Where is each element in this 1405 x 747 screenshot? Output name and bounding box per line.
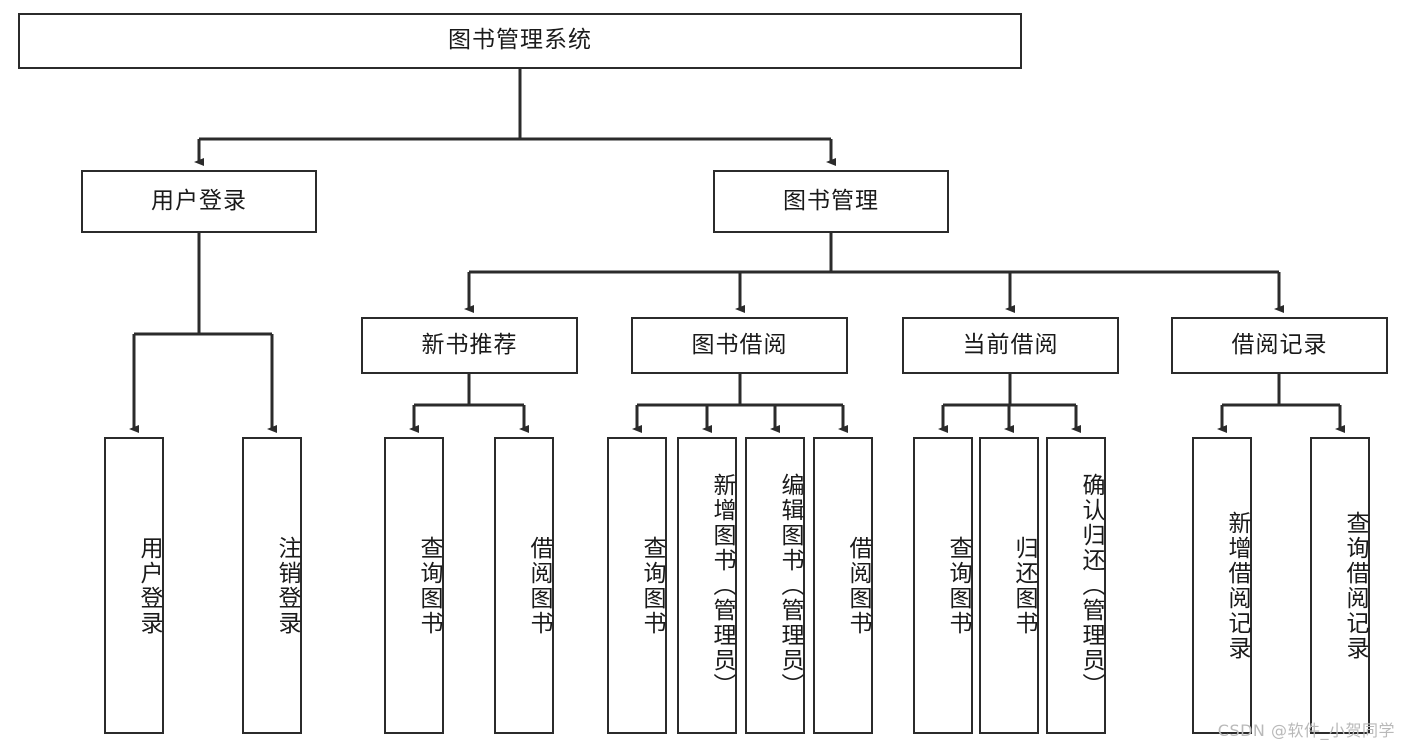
leaf-current-borrow-query[interactable]: 查询图书: [913, 437, 973, 734]
node-label: 编辑图书（管理员）: [777, 473, 803, 698]
leaf-book-borrow-add[interactable]: 新增图书（管理员）: [677, 437, 737, 734]
node-label: 新增图书（管理员）: [709, 473, 735, 698]
node-label: 查询图书: [639, 535, 665, 636]
node-label: 注销登录: [274, 535, 300, 636]
node-label: 查询借阅记录: [1342, 510, 1368, 661]
node-label: 借阅图书: [845, 535, 871, 636]
leaf-borrow-record-add[interactable]: 新增借阅记录: [1192, 437, 1252, 734]
node-label: 查询图书: [416, 535, 442, 636]
leaf-user-login-signin[interactable]: 用户登录: [104, 437, 164, 734]
node-label: 借阅图书: [526, 535, 552, 636]
leaf-book-borrow-edit[interactable]: 编辑图书（管理员）: [745, 437, 805, 734]
node-label: 查询图书: [945, 535, 971, 636]
node-label: 用户登录: [151, 187, 247, 214]
node-borrow-record[interactable]: 借阅记录: [1171, 317, 1388, 374]
node-root-library-system[interactable]: 图书管理系统: [18, 13, 1022, 69]
node-label: 归还图书: [1011, 535, 1037, 636]
leaf-user-login-signout[interactable]: 注销登录: [242, 437, 302, 734]
node-label: 图书管理: [783, 187, 879, 214]
node-label: 图书借阅: [691, 331, 788, 358]
node-label: 新书推荐: [421, 331, 518, 358]
leaf-current-borrow-return[interactable]: 归还图书: [979, 437, 1039, 734]
node-new-book-recommend[interactable]: 新书推荐: [361, 317, 578, 374]
leaf-borrow-record-query[interactable]: 查询借阅记录: [1310, 437, 1370, 734]
node-label: 当前借阅: [962, 331, 1059, 358]
node-label: 新增借阅记录: [1224, 510, 1250, 661]
leaf-current-borrow-confirm-return[interactable]: 确认归还（管理员）: [1046, 437, 1106, 734]
node-book-management[interactable]: 图书管理: [713, 170, 949, 233]
leaf-book-borrow-lend[interactable]: 借阅图书: [813, 437, 873, 734]
node-user-login[interactable]: 用户登录: [81, 170, 317, 233]
leaf-book-borrow-query[interactable]: 查询图书: [607, 437, 667, 734]
node-label: 用户登录: [136, 535, 162, 636]
node-label: 确认归还（管理员）: [1078, 473, 1104, 698]
node-current-borrow[interactable]: 当前借阅: [902, 317, 1119, 374]
node-label: 借阅记录: [1231, 331, 1328, 358]
node-label: 图书管理系统: [448, 27, 592, 54]
leaf-new-book-query[interactable]: 查询图书: [384, 437, 444, 734]
node-book-borrow[interactable]: 图书借阅: [631, 317, 848, 374]
leaf-new-book-borrow[interactable]: 借阅图书: [494, 437, 554, 734]
